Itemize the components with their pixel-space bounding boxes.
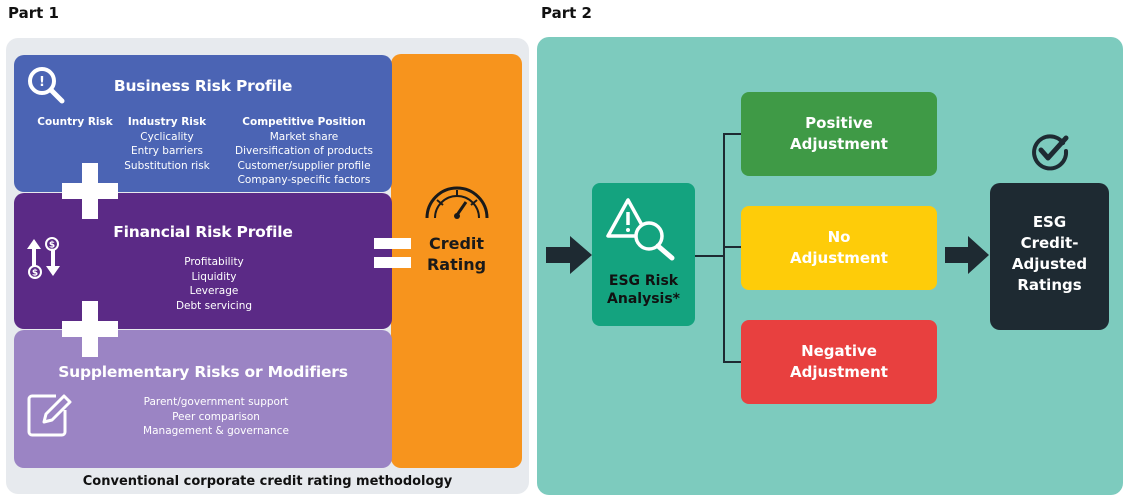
part1-title: Part 1 — [8, 4, 59, 22]
supplementary-risk-title: Supplementary Risks or Modifiers — [58, 363, 348, 381]
financial-risk-box: $ $ Financial Risk Profile Profitability… — [14, 193, 392, 329]
no-adjustment-box: No Adjustment — [741, 206, 937, 290]
financial-risk-title: Financial Risk Profile — [113, 223, 293, 241]
check-circle-icon — [1032, 134, 1069, 171]
supplementary-risk-item: Parent/government support — [143, 396, 289, 408]
result-line2: Credit- — [1020, 234, 1079, 252]
negative-adjustment-box: Negative Adjustment — [741, 320, 937, 404]
svg-text:$: $ — [49, 241, 55, 251]
gauge-icon — [425, 186, 489, 219]
competitive-position-heading: Competitive Position — [242, 116, 366, 128]
edit-icon — [27, 394, 72, 437]
connector-line — [695, 255, 724, 257]
no-adjustment-line1: No — [827, 228, 851, 246]
plus-icon — [62, 163, 118, 219]
business-risk-title: Business Risk Profile — [113, 77, 293, 95]
esg-risk-analysis-label: ESG Risk Analysis* — [592, 272, 695, 308]
credit-rating-box — [391, 54, 522, 468]
no-adjustment-line2: Adjustment — [790, 249, 888, 267]
warning-search-icon — [606, 198, 675, 261]
industry-risk-item: Entry barriers — [131, 145, 203, 157]
esg-adjusted-ratings-box — [990, 183, 1109, 330]
svg-text:!: ! — [39, 75, 45, 90]
financial-risk-item: Debt servicing — [175, 299, 253, 312]
esg-label-line1: ESG Risk — [608, 273, 679, 289]
credit-rating-line1: Credit — [428, 234, 485, 253]
connector-line — [723, 133, 742, 135]
connector-line — [723, 246, 742, 248]
connector-line — [723, 361, 742, 363]
arrow-right-icon — [945, 236, 989, 274]
positive-adjustment-line2: Adjustment — [790, 135, 888, 153]
result-line3: Adjusted — [1011, 255, 1088, 273]
svg-text:$: $ — [32, 269, 38, 279]
competitive-position-item: Market share — [269, 130, 339, 143]
industry-risk-column: Industry Risk Cyclicality Entry barriers… — [114, 115, 220, 173]
supplementary-risk-item: Peer comparison — [172, 410, 260, 423]
part2-title: Part 2 — [541, 4, 592, 22]
plus-icon — [62, 301, 118, 357]
industry-risk-item: Substitution risk — [124, 159, 210, 172]
esg-risk-analysis-box — [592, 183, 695, 326]
competitive-position-item: Company-specific factors — [237, 174, 371, 186]
result-line4: Ratings — [1017, 276, 1082, 294]
financial-risk-list: Profitability Liquidity Leverage Debt se… — [114, 255, 314, 313]
country-risk-heading: Country Risk — [37, 116, 113, 128]
positive-adjustment-box: Positive Adjustment — [741, 92, 937, 176]
industry-risk-item: Cyclicality — [140, 130, 194, 143]
supplementary-risk-list: Parent/government support Peer compariso… — [94, 395, 338, 439]
negative-adjustment-line2: Adjustment — [790, 363, 888, 381]
competitive-position-column: Competitive Position Market share Divers… — [219, 115, 389, 188]
esg-adjusted-ratings-label: ESG Credit- Adjusted Ratings — [990, 212, 1109, 296]
credit-rating-line2: Rating — [426, 255, 487, 274]
magnifier-icon: ! — [28, 67, 65, 104]
financial-risk-item: Liquidity — [191, 270, 237, 283]
financial-risk-item: Profitability — [184, 256, 244, 268]
financial-risk-item: Leverage — [189, 285, 239, 297]
result-line1: ESG — [1032, 213, 1067, 231]
supplementary-risk-item: Management & governance — [143, 425, 289, 437]
competitive-position-item: Diversification of products — [235, 145, 373, 157]
esg-label-line2: Analysis* — [607, 291, 680, 307]
dollar-arrows-icon: $ $ — [27, 237, 60, 279]
supplementary-risk-box: Supplementary Risks or Modifiers Parent/… — [14, 330, 392, 468]
arrow-right-icon — [546, 236, 592, 274]
equals-icon — [374, 238, 411, 268]
negative-adjustment-line1: Negative — [801, 342, 877, 360]
industry-risk-heading: Industry Risk — [127, 116, 207, 128]
competitive-position-item: Customer/supplier profile — [237, 159, 371, 172]
methodology-caption: Conventional corporate credit rating met… — [82, 474, 453, 489]
credit-rating-label: Credit Rating — [391, 233, 522, 275]
business-risk-box: ! Business Risk Profile Country Risk Ind… — [14, 55, 392, 192]
country-risk-column: Country Risk — [31, 115, 119, 130]
positive-adjustment-line1: Positive — [805, 114, 873, 132]
